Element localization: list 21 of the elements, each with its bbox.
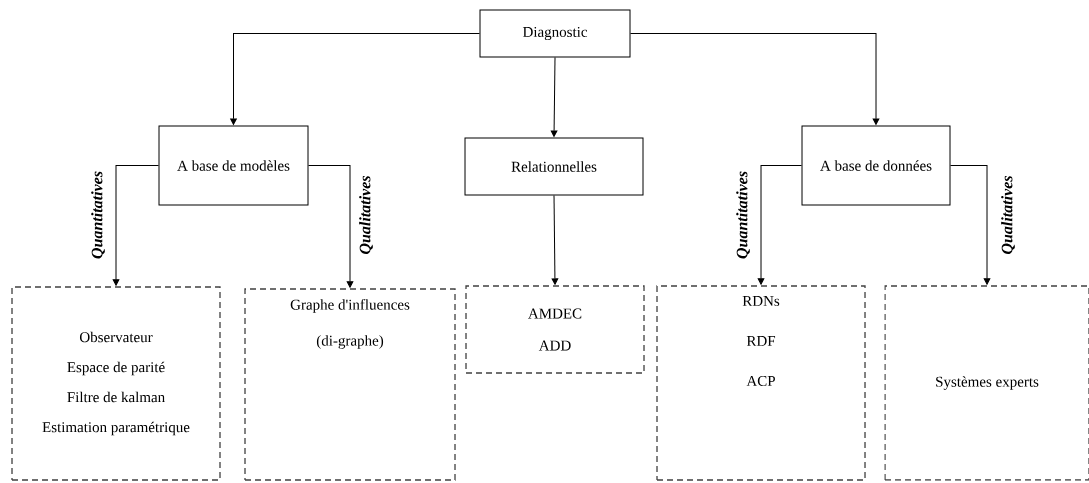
- process-box: Relationnelles: [464, 137, 644, 196]
- dashed-box: RDNs RDF ACP: [656, 285, 866, 481]
- edge-label: Quantitatives: [91, 171, 105, 259]
- edge-label: Quantitatives: [736, 171, 750, 259]
- process-box: Diagnostic: [479, 9, 631, 58]
- arrow: [950, 165, 991, 285]
- arrow: [551, 195, 559, 285]
- arrow: [550, 57, 558, 137]
- arrow: [112, 165, 159, 286]
- process-box: A base de données: [801, 125, 951, 206]
- process-box: A base de modèles: [158, 125, 309, 206]
- dashed-box: Graphe d'influences (di-graphe): [244, 288, 456, 481]
- edge-label: Qualitatives: [359, 175, 373, 254]
- arrow: [630, 33, 880, 125]
- dashed-box: Observateur Espace de parité Filtre de kalman Estimation paramétrique: [11, 286, 221, 481]
- edge-label: Qualitatives: [1001, 175, 1015, 254]
- arrow: [308, 165, 354, 288]
- dashed-box: AMDEC ADD: [465, 285, 645, 374]
- arrow: [757, 165, 802, 285]
- dashed-box: Systèmes experts: [884, 285, 1089, 481]
- arrow: [230, 33, 480, 125]
